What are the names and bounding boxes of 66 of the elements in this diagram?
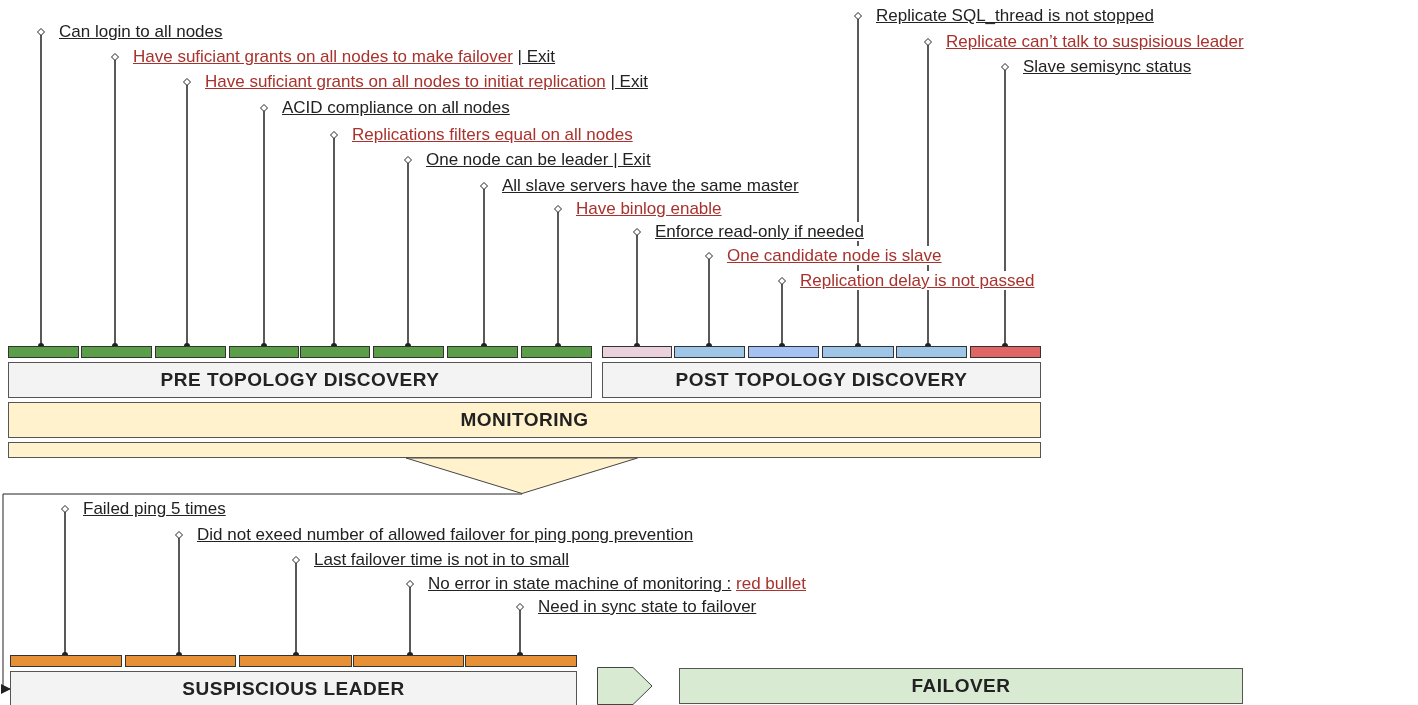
leader-line [705,252,713,349]
timeline-segment [10,655,122,667]
callout-text: No error in state machine of monitoring : [428,574,732,593]
callout-text: Replication delay is not passed [800,271,1035,290]
timeline-segment [896,346,967,358]
callout-text: Replicate can’t talk to suspisious leader [946,32,1244,51]
timeline-segment [353,655,464,667]
callout-text: Enforce read-only if needed [655,222,864,241]
callout-text: red bullet [736,574,806,593]
callout-text: Have suficiant grants on all nodes to initiat replication [205,72,606,91]
leader-line [183,78,191,349]
timeline-segment [229,346,299,358]
leader-line [633,228,641,349]
timeline-segment [970,346,1041,358]
timeline-segment [748,346,819,358]
timeline-segment [155,346,226,358]
leader-line [37,28,45,349]
leader-line [480,182,488,349]
callout-text: Did not exeed number of allowed failover for ping pong prevention [197,525,694,544]
chevron-arrow [1,457,638,694]
timeline-segment [674,346,745,358]
callout-text: One node can be leader | Exit [426,150,651,169]
leader-line [778,277,786,349]
leader-line [292,556,300,658]
timeline-segment [822,346,894,358]
callout-text: Can login to all nodes [59,22,223,41]
phase-box: POST TOPOLOGY DISCOVERY [602,362,1041,398]
leader-line [61,505,69,658]
leader-line [111,53,119,349]
phase-box: FAILOVER [679,668,1243,704]
leader-line [516,603,524,658]
timeline-segment [447,346,518,358]
callout-text: Last failover time is not in to small [314,550,570,569]
callout-text: Need in sync state to failover [538,597,757,616]
leader-line [330,131,338,349]
callout-text: | Exit [517,47,556,66]
phase-box: SUSPISCIOUS LEADER [10,671,577,705]
callout-text: ACID compliance on all nodes [282,98,510,117]
timeline-segment [125,655,236,667]
empty-bar [8,442,1041,458]
phase-box: PRE TOPOLOGY DISCOVERY [8,362,592,398]
callout-text: Failed ping 5 times [83,499,226,518]
callout-text: Replications filters equal on all nodes [352,125,633,144]
callout-text: Have binlog enable [576,199,722,218]
leader-line [406,580,414,658]
leader-line [1001,63,1009,349]
callout-text: One candidate node is slave [727,246,942,265]
leader-line [404,156,412,349]
callout-text: Slave semisync status [1023,57,1192,76]
timeline-segment [465,655,577,667]
timeline-segment [239,655,352,667]
leader-line [924,38,932,349]
phase-box: MONITORING [8,402,1041,438]
timeline-segment [300,346,370,358]
timeline-segment [521,346,592,358]
timeline-segment [8,346,79,358]
leader-line [260,104,268,349]
callout-text: Replicate SQL_thread is not stopped [876,6,1154,25]
callout-text: | Exit [610,72,648,91]
leader-line [554,205,562,349]
timeline-segment [373,346,444,358]
callout-text: All slave servers have the same master [502,176,799,195]
leader-line [175,531,183,658]
callout-text: Have suficiant grants on all nodes to make failover [133,47,513,66]
timeline-segment [602,346,672,358]
timeline-segment [81,346,152,358]
